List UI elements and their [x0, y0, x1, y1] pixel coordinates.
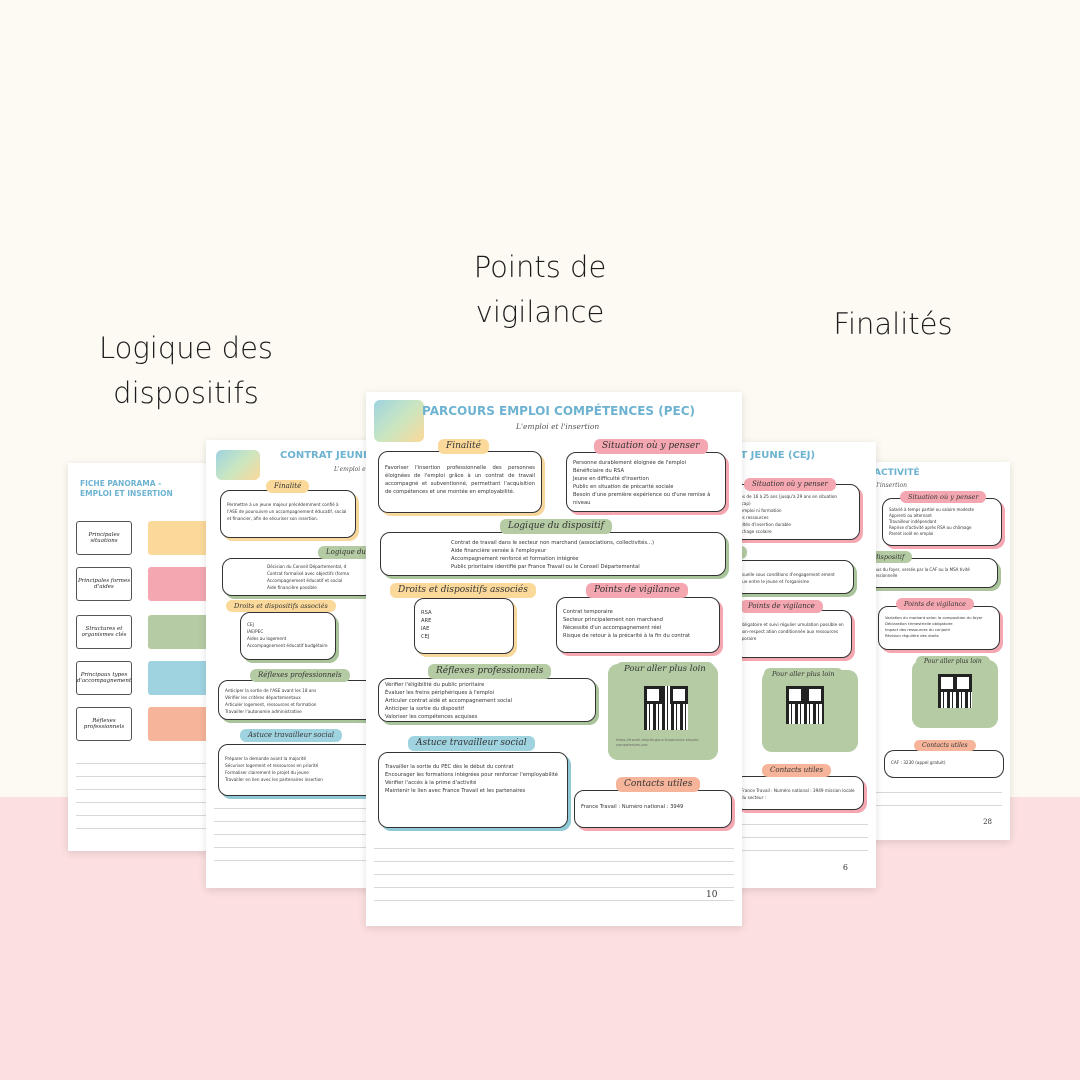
page-parcours-emploi-competences: PARCOURS EMPLOI COMPÉTENCES (PEC) L'empl…: [366, 392, 742, 926]
contrat-jeune-reflexes-tag: Réflexes professionnels: [250, 669, 350, 682]
page-contrat-jeune-majeur: CONTRAT JEUNE L'emploi et Permettre à un…: [206, 440, 376, 888]
pec-contacts-tag: Contacts utiles: [616, 777, 701, 792]
pec-title: PARCOURS EMPLOI COMPÉTENCES (PEC): [422, 404, 695, 418]
activite-contacts-box: CAF : 3230 (appel gratuit): [884, 750, 1004, 778]
cej-plus-loin-tag: Pour aller plus loin: [764, 668, 843, 680]
pec-situation-tag: Situation où y penser: [594, 439, 708, 454]
pec-reflexes-box: Vérifier l'éligibilité du public priorit…: [378, 678, 596, 722]
activite-vigilance-tag: Points de vigilance: [896, 598, 974, 610]
panorama-row-structures: Structures et organismes clés: [76, 615, 132, 649]
pec-contacts-box: France Travail : Numéro national : 3949: [574, 790, 732, 828]
pec-vigilance-tag: Points de vigilance: [586, 583, 688, 598]
activite-logique-box: evenus du foyer, versée par la CAF ou la…: [860, 558, 998, 588]
activite-qr-code: [938, 674, 972, 708]
pec-subtitle: L'emploi et l'insertion: [516, 422, 600, 431]
pec-reflexes-tag: Réflexes professionnels: [428, 664, 552, 679]
contrat-jeune-subtitle: L'emploi et: [334, 466, 369, 473]
pec-finalite-box: Favoriser l'insertion professionnelle de…: [378, 451, 542, 513]
contrat-jeune-title: CONTRAT JEUNE: [280, 450, 370, 461]
contrat-jeune-finalite-tag: Finalité: [266, 480, 310, 493]
panorama-note-lines: [76, 763, 220, 841]
cej-qr-code: [786, 686, 824, 724]
panorama-row-accompagnement: Principaux types d'accompagnement: [76, 661, 132, 695]
pec-page-number: 10: [706, 890, 718, 900]
panorama-title: FICHE PANORAMA - EMPLOI ET INSERTION: [80, 479, 173, 498]
contrat-jeune-reflexes-box: Anticiper la sortie de l'ASE avant les 1…: [218, 680, 376, 720]
panorama-mini-structures: [148, 615, 208, 649]
pec-droits-tag: Droits et dispositifs associés: [390, 583, 536, 598]
pec-plus-loin-tag: Pour aller plus loin: [616, 662, 714, 677]
activite-situation-tag: Situation où y penser: [900, 491, 987, 503]
panorama-row-reflexes: Réflexes professionnels: [76, 707, 132, 741]
pec-note-lines: [374, 848, 734, 913]
caption-finalites: Finalités: [833, 307, 953, 341]
panorama-mini-aides: [148, 567, 208, 601]
contrat-jeune-logique-tag: Logique du: [318, 546, 374, 559]
panorama-mini-situations: [148, 521, 208, 555]
cej-note-lines: [726, 824, 868, 863]
contrat-jeune-astuce-box: Préparer la demande avant la majorité Sé…: [218, 744, 376, 796]
cej-situation-tag: Situation où y penser: [744, 478, 836, 491]
activite-subtitle: t l'insertion: [872, 482, 907, 489]
contrat-jeune-note-lines: [214, 808, 368, 873]
cej-contacts-box: France Travail : Numéro national : 3949 …: [734, 776, 864, 810]
panorama-row-aides: Principales formes d'aides: [76, 567, 132, 601]
pec-situation-box: Personne durablement éloignée de l'emplo…: [566, 452, 726, 512]
pec-plus-loin-url[interactable]: https://travail-emploi.gouv.fr/parcours-…: [616, 738, 700, 747]
activite-note-lines: [866, 792, 1002, 818]
pec-illustration: [374, 400, 424, 442]
contrat-jeune-droits-box: CEJ IAE/PEC Aides au logement Accompagne…: [240, 612, 336, 660]
activite-contacts-tag: Contacts utiles: [914, 740, 976, 751]
activite-title: ACTIVITÉ: [874, 468, 920, 478]
contrat-jeune-finalite-box: Permettre à un jeune majeur précédemment…: [220, 490, 356, 538]
pec-vigilance-box: Contrat temporaire Secteur principalemen…: [556, 597, 720, 653]
pec-droits-box: RSA ARE IAE CEJ: [414, 598, 514, 654]
pec-finalite-tag: Finalité: [438, 439, 489, 454]
caption-logique-des-dispositifs: Logique des dispositifs: [98, 331, 274, 410]
contrat-jeune-droits-tag: Droits et dispositifs associés: [226, 600, 336, 612]
cej-page-number: 6: [842, 863, 848, 872]
caption-points-de-vigilance: Points de vigilance: [473, 250, 607, 329]
activite-situation-box: Salarié à temps partiel ou salaire modes…: [882, 498, 1002, 546]
panorama-mini-reflexes: [148, 707, 208, 741]
panorama-row-situations: Principales situations: [76, 521, 132, 555]
page-contrat-engagement-jeune: NT JEUNE (CEJ) unes de 16 à 25 ans (jusq…: [718, 442, 876, 888]
panorama-mini-accompagnement: [148, 661, 208, 695]
pec-logique-box: Contrat de travail dans le secteur non m…: [380, 532, 726, 576]
page-fiche-panorama: FICHE PANORAMA - EMPLOI ET INSERTION Pri…: [68, 463, 228, 851]
contrat-jeune-illustration: [216, 450, 260, 480]
cej-title: NT JEUNE (CEJ): [732, 450, 816, 461]
contrat-jeune-astuce-tag: Astuce travailleur social: [240, 729, 343, 742]
contrat-jeune-logique-box: Décision du Conseil Départemental, d Con…: [222, 558, 376, 596]
activite-vigilance-box: Variation du montant selon la compositio…: [878, 606, 1000, 650]
page-prime-activite: ACTIVITÉ t l'insertion Salarié à temps p…: [858, 462, 1010, 840]
cej-contacts-tag: Contacts utiles: [762, 764, 832, 777]
pec-logique-tag: Logique du dispositif: [500, 519, 612, 534]
activite-page-number: 28: [983, 818, 992, 826]
activite-plus-loin-tag: Pour aller plus loin: [916, 656, 990, 667]
pec-astuce-box: Travailler la sortie du PEC dès le début…: [378, 752, 568, 828]
pec-astuce-tag: Astuce travailleur social: [408, 736, 535, 751]
cej-situation-box: unes de 16 à 25 ans (jusqu'à 29 ans en s…: [728, 484, 860, 540]
cej-vigilance-tag: Points de vigilance: [740, 600, 823, 613]
pec-qr-code[interactable]: [644, 686, 688, 730]
